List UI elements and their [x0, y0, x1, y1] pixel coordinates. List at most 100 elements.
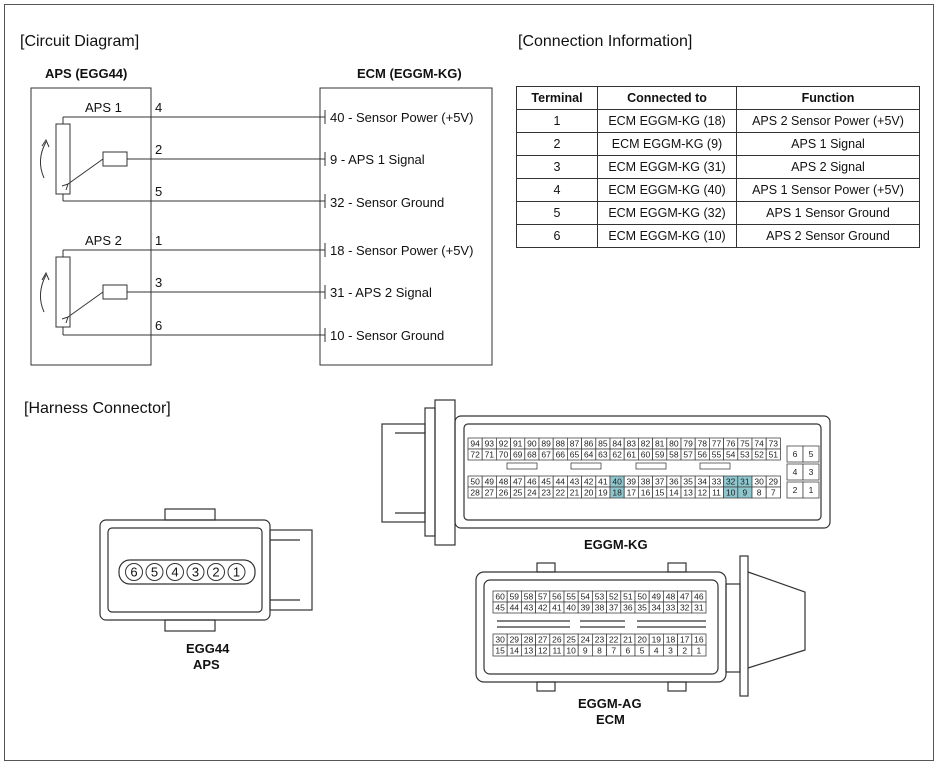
cell: 6 — [516, 224, 598, 248]
ecm-terminal-label: 31 - APS 2 Signal — [330, 285, 432, 300]
ag-pin-number: 17 — [680, 635, 690, 645]
ag-pin-number: 2 — [682, 646, 687, 656]
kg-pin-number: 59 — [655, 450, 665, 460]
kg-pin-number: 64 — [584, 450, 594, 460]
cell: ECM EGGM-KG (31) — [597, 155, 737, 179]
kg-pin-number: 35 — [683, 477, 693, 487]
cell: 2 — [516, 132, 598, 156]
kg-pin-number: 88 — [556, 439, 566, 449]
kg-pin-number: 16 — [641, 488, 651, 498]
kg-pin-number: 13 — [683, 488, 693, 498]
kg-pin-number: 9 — [743, 488, 748, 498]
kg-side-pin-number: 6 — [793, 449, 798, 459]
kg-pin-number: 84 — [612, 439, 622, 449]
kg-pin-number: 10 — [726, 488, 736, 498]
ag-pin-number: 15 — [495, 646, 505, 656]
ag-pin-number: 39 — [581, 603, 591, 613]
ag-pin-number: 37 — [609, 603, 619, 613]
kg-pin-number: 67 — [541, 450, 551, 460]
ag-pin-number: 55 — [566, 592, 576, 602]
ag-pin-number: 18 — [666, 635, 676, 645]
kg-pin-number: 82 — [641, 439, 651, 449]
ag-pin-number: 28 — [524, 635, 534, 645]
kg-pin-number: 53 — [740, 450, 750, 460]
ag-pin-number: 25 — [566, 635, 576, 645]
ag-pin-number: 44 — [510, 603, 520, 613]
aps-title: APS (EGG44) — [45, 66, 128, 81]
kg-pin-number: 15 — [655, 488, 665, 498]
harness-connector-heading: [Harness Connector] — [24, 400, 171, 417]
header-terminal: Terminal — [516, 86, 598, 110]
kg-pin-number: 27 — [485, 488, 495, 498]
kg-pin-number: 40 — [612, 477, 622, 487]
kg-pin-number: 23 — [541, 488, 551, 498]
ag-pin-number: 41 — [552, 603, 562, 613]
ag-pin-number: 52 — [609, 592, 619, 602]
kg-pin-number: 91 — [513, 439, 523, 449]
kg-pin-number: 22 — [556, 488, 566, 498]
ag-pin-number: 60 — [495, 592, 505, 602]
kg-pin-number: 78 — [698, 439, 708, 449]
kg-pin-number: 62 — [612, 450, 622, 460]
kg-side-pin-cell — [802, 445, 820, 463]
ag-pin-number: 46 — [694, 592, 704, 602]
ecm-title: ECM (EGGM-KG) — [357, 66, 462, 81]
ecm-terminal-label: 18 - Sensor Power (+5V) — [330, 243, 474, 258]
kg-pin-number: 14 — [669, 488, 679, 498]
ag-pin-number: 10 — [566, 646, 576, 656]
kg-pin-number: 76 — [726, 439, 736, 449]
header-connected-to: Connected to — [597, 86, 737, 110]
ag-pin-number: 51 — [623, 592, 633, 602]
ag-pin-number: 29 — [510, 635, 520, 645]
ag-pin-number: 36 — [623, 603, 633, 613]
kg-pin-number: 73 — [769, 439, 779, 449]
kg-pin-number: 51 — [769, 450, 779, 460]
egg44-pin-number: 1 — [233, 565, 240, 580]
egg44-sub-label: APS — [193, 657, 220, 672]
kg-pin-number: 19 — [598, 488, 608, 498]
ag-pin-number: 6 — [626, 646, 631, 656]
kg-pin-number: 42 — [584, 477, 594, 487]
kg-pin-number: 89 — [541, 439, 551, 449]
ag-pin-number: 1 — [697, 646, 702, 656]
kg-pin-cell — [765, 486, 781, 499]
ag-pin-number: 12 — [538, 646, 548, 656]
ag-pin-number: 31 — [694, 603, 704, 613]
kg-pin-number: 31 — [740, 477, 750, 487]
kg-pin-number: 68 — [527, 450, 537, 460]
aps2-label: APS 2 — [85, 233, 122, 248]
cell: ECM EGGM-KG (9) — [597, 132, 737, 156]
kg-pin-number: 25 — [513, 488, 523, 498]
kg-pin-number: 50 — [470, 477, 480, 487]
aps-pin-label: 4 — [155, 100, 163, 115]
kg-side-pin-number: 4 — [793, 467, 798, 477]
ag-pin-number: 7 — [611, 646, 616, 656]
eggm-kg-label: EGGM-KG — [584, 537, 648, 552]
kg-pin-number: 47 — [513, 477, 523, 487]
cell: 3 — [516, 155, 598, 179]
ag-pin-number: 23 — [595, 635, 605, 645]
aps-box — [30, 87, 152, 366]
aps1-label: APS 1 — [85, 100, 122, 115]
kg-side-pin-number: 3 — [809, 467, 814, 477]
kg-pin-number: 52 — [754, 450, 764, 460]
ag-pin-number: 59 — [510, 592, 520, 602]
ag-pin-number: 27 — [538, 635, 548, 645]
ag-pin-number: 57 — [538, 592, 548, 602]
aps-pin-label: 3 — [155, 275, 163, 290]
ag-pin-number: 8 — [597, 646, 602, 656]
cell: 1 — [516, 109, 598, 133]
egg44-pin-cell — [227, 563, 246, 581]
ag-pin-number: 45 — [495, 603, 505, 613]
kg-pin-number: 26 — [499, 488, 509, 498]
kg-pin-number: 33 — [712, 477, 722, 487]
ag-pin-number: 34 — [652, 603, 662, 613]
egg44-pin-number: 3 — [192, 565, 199, 580]
kg-pin-number: 21 — [570, 488, 580, 498]
diagram-frame — [4, 4, 934, 761]
aps1-sensor-symbol — [40, 116, 325, 202]
